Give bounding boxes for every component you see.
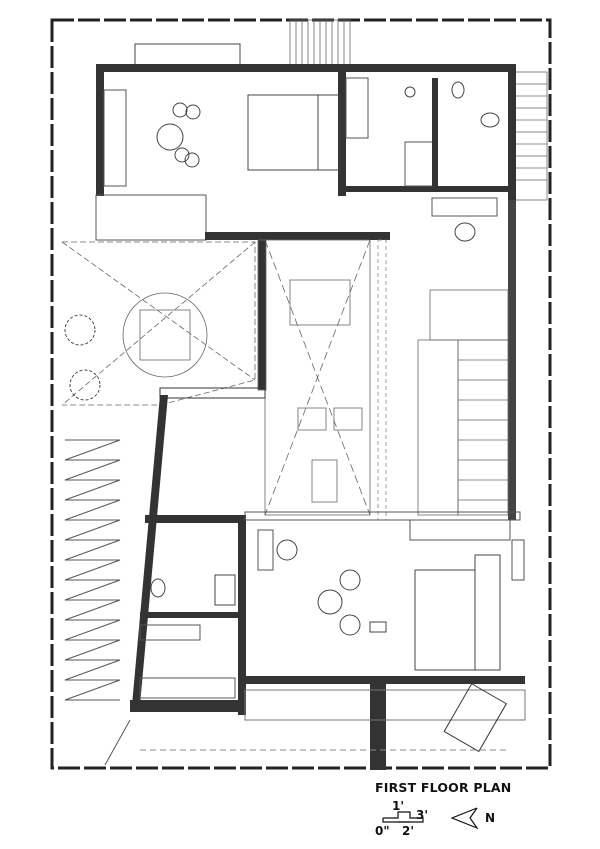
- top-bathroom: [345, 64, 516, 204]
- drawing-title: FIRST FLOOR PLAN: [375, 780, 512, 795]
- top-staircase: [289, 19, 351, 66]
- scale-label-1: 1': [392, 799, 405, 813]
- tree-icon: [64, 314, 96, 346]
- study-desk: [431, 197, 516, 520]
- scale-label-3: 3': [416, 808, 429, 822]
- bottom-bathroom: [130, 515, 246, 715]
- dining-void: [257, 239, 387, 521]
- top-bedroom: [95, 43, 390, 241]
- left-wall: [132, 387, 266, 705]
- bottom-bedroom: [244, 511, 526, 770]
- courtyard: [61, 241, 256, 406]
- north-label: N: [485, 811, 496, 825]
- north-arrow-icon: [450, 807, 479, 830]
- scale-label-2: 2': [402, 824, 415, 838]
- scale-label-0: 0": [375, 824, 390, 838]
- main-staircase: [417, 289, 509, 516]
- tree-icon: [69, 369, 101, 401]
- parking-area: [64, 439, 131, 766]
- scale-bar: [382, 811, 424, 823]
- right-top-staircase: [514, 71, 548, 201]
